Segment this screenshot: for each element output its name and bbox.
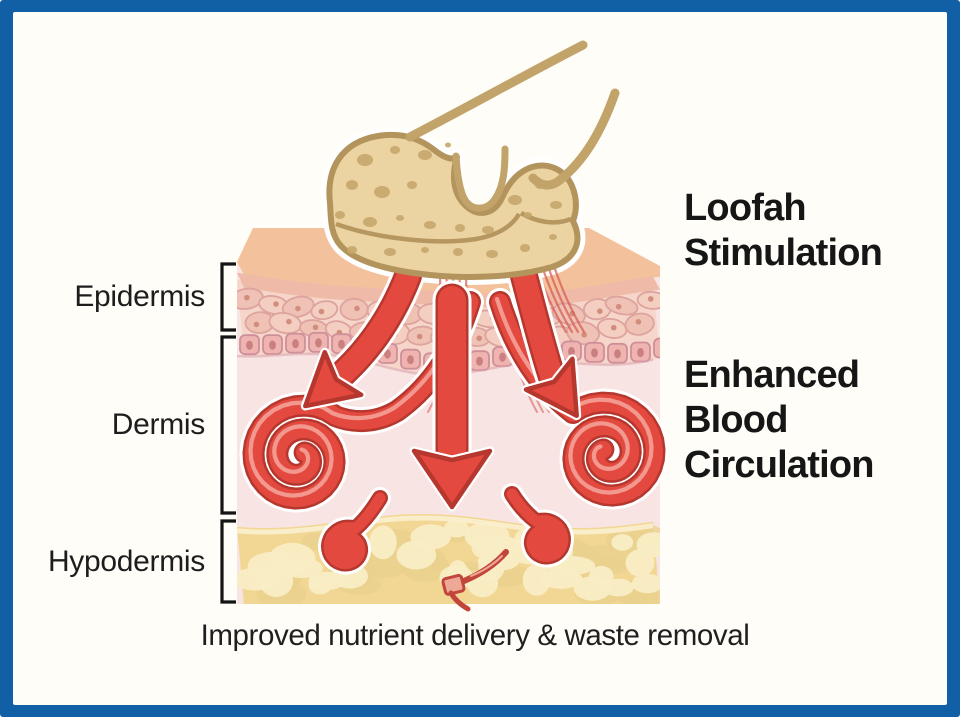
annotation-enhanced-circulation: Enhanced Blood Circulation bbox=[684, 354, 874, 486]
label-dermis: Dermis bbox=[111, 408, 206, 441]
blood-circulation-arrows bbox=[239, 259, 669, 575]
annotation-loofah-stimulation: Loofah Stimulation bbox=[684, 187, 883, 274]
hand-outline-illustration bbox=[405, 40, 620, 212]
label-hypodermis: Hypodermis bbox=[47, 545, 205, 578]
layer-brackets bbox=[220, 262, 236, 604]
caption-nutrient-delivery: Improved nutrient delivery & waste remov… bbox=[200, 619, 750, 652]
capillary-vessel bbox=[441, 549, 509, 612]
label-epidermis: Epidermis bbox=[74, 280, 205, 313]
loofah-sponge bbox=[326, 131, 581, 280]
